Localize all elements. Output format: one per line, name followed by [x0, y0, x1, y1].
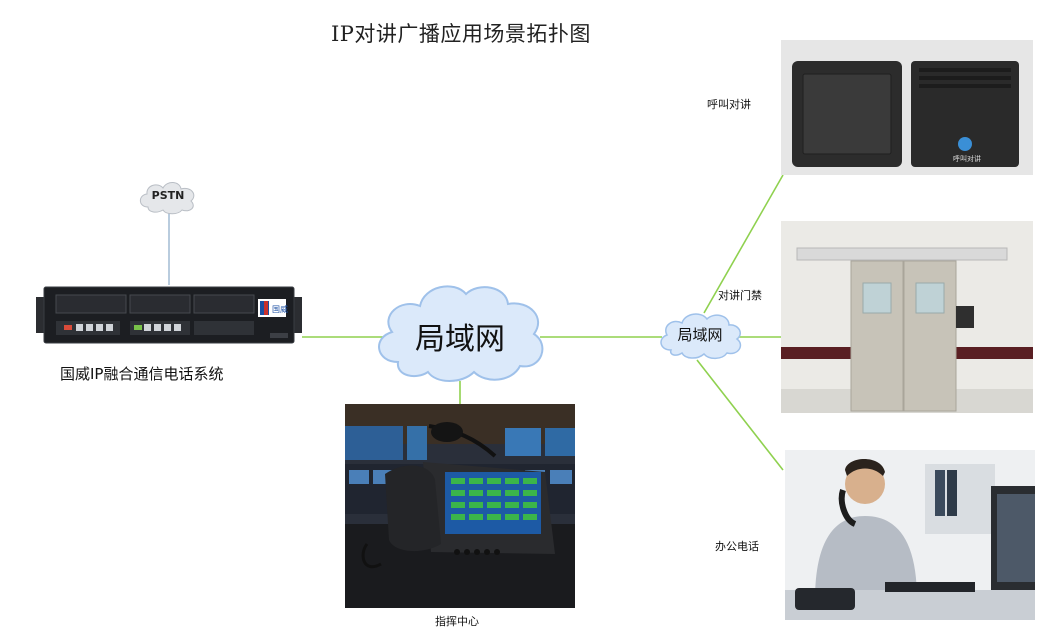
lan-office-link — [696, 359, 784, 471]
intercom-panel-photo: 呼叫对讲 — [781, 40, 1033, 175]
lan-main-label: 局域网 — [415, 322, 505, 357]
server-caption: 国威IP融合通信电话系统 — [60, 365, 224, 383]
office-phone-photo — [785, 450, 1035, 620]
diagram-title: IP对讲广播应用场景拓扑图 — [331, 22, 591, 46]
lan-small-label: 局域网 — [677, 326, 723, 344]
lan-cloud-small: 局域网 — [657, 310, 743, 360]
pstn-label: PSTN — [151, 189, 185, 202]
command-center-photo — [345, 404, 575, 608]
lan-intercom-link — [703, 174, 784, 314]
fusion-communication-server: 国威 — [36, 285, 302, 345]
server-brand-label: 国威 — [272, 305, 288, 314]
panel-button-text: 呼叫对讲 — [953, 155, 981, 163]
access-control-label: 对讲门禁 — [718, 289, 762, 302]
lan-cloud-main: 局域网 — [370, 280, 550, 385]
pstn-cloud: PSTN — [136, 177, 200, 215]
intercom-label: 呼叫对讲 — [707, 98, 751, 111]
command-center-label: 指挥中心 — [435, 615, 479, 628]
office-phone-label: 办公电话 — [715, 540, 759, 553]
access-door-photo — [781, 221, 1033, 413]
